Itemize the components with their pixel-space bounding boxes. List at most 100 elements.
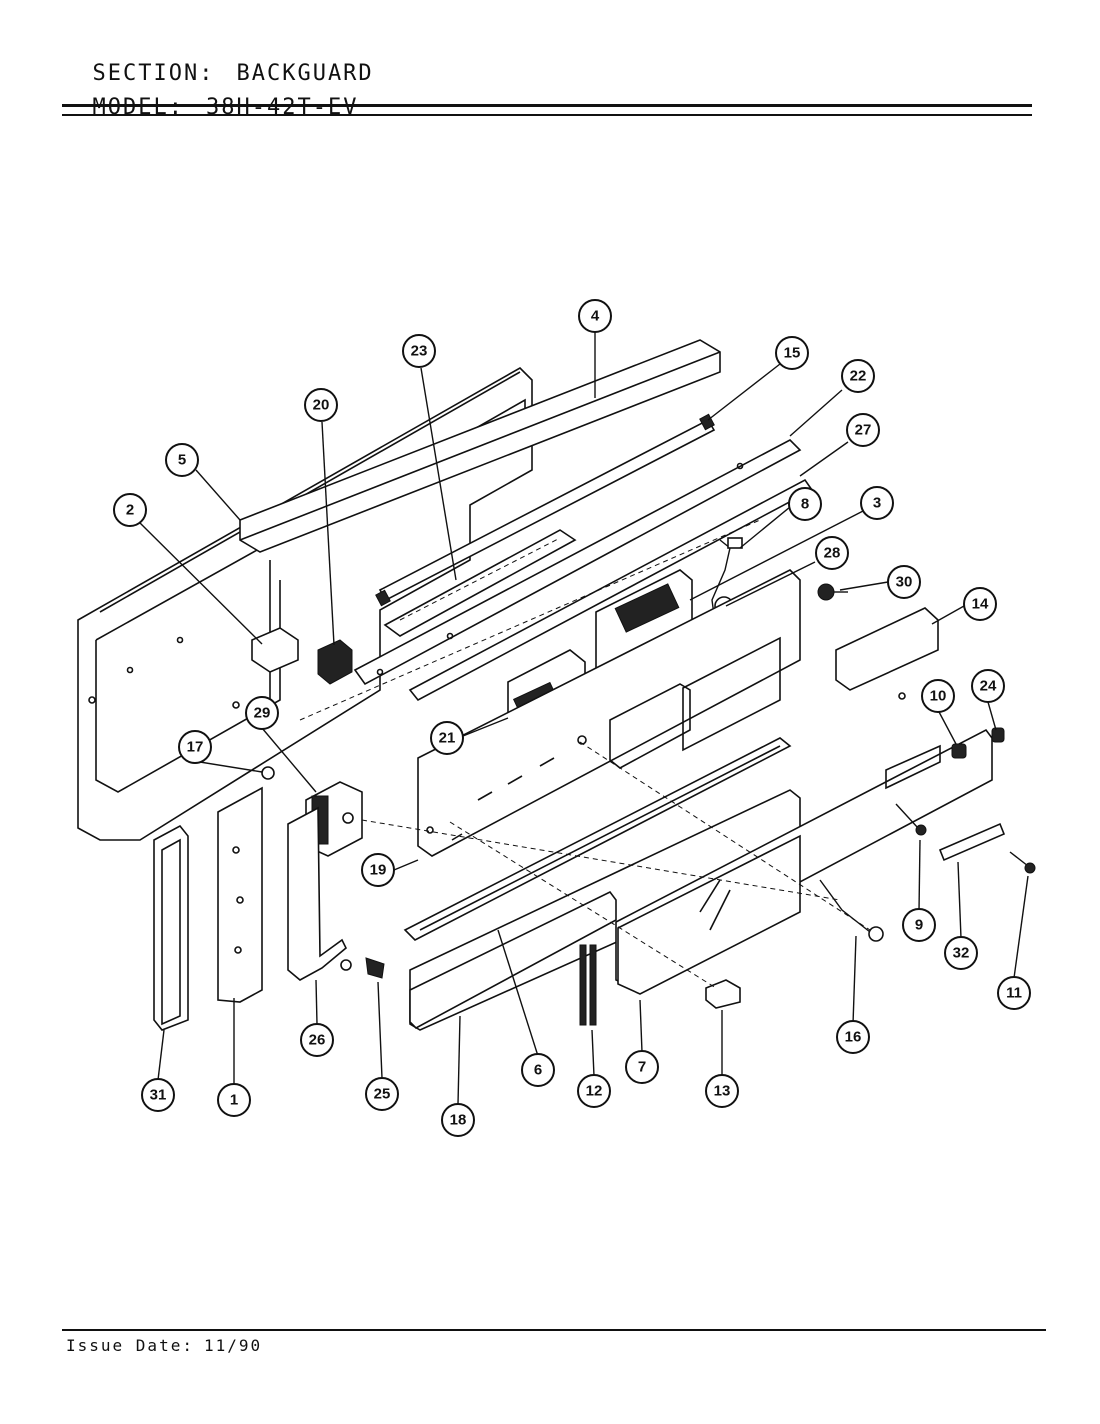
section-value: BACKGUARD <box>236 61 374 86</box>
callout-11: 11 <box>997 976 1031 1010</box>
callout-28: 28 <box>815 536 849 570</box>
callout-5: 5 <box>165 443 199 477</box>
callout-9: 9 <box>902 908 936 942</box>
end-cap <box>705 979 741 1009</box>
right-bracket <box>835 607 939 700</box>
callout-6: 6 <box>521 1053 555 1087</box>
callout-31-label: 31 <box>150 1087 167 1104</box>
callout-27-label: 27 <box>855 422 872 439</box>
callout-21: 21 <box>430 721 464 755</box>
callout-23: 23 <box>402 334 436 368</box>
callout-19: 19 <box>361 853 395 887</box>
callout-17: 17 <box>178 730 212 764</box>
callout-20-label: 20 <box>313 397 330 414</box>
screw-9 <box>895 803 927 836</box>
end-trim-31 <box>153 824 189 1031</box>
callout-22: 22 <box>841 359 875 393</box>
callout-32-label: 32 <box>953 945 970 962</box>
knob-30 <box>817 583 848 601</box>
callout-6-label: 6 <box>534 1062 542 1079</box>
callout-25-label: 25 <box>374 1086 391 1103</box>
callout-14-label: 14 <box>972 596 989 613</box>
callout-31: 31 <box>141 1078 175 1112</box>
reflector-screen <box>383 529 577 637</box>
side-bracket-1 <box>217 786 263 1003</box>
callout-2-label: 2 <box>126 502 134 519</box>
callout-8-label: 8 <box>801 496 809 513</box>
callout-25: 25 <box>365 1077 399 1111</box>
callout-22-label: 22 <box>850 368 867 385</box>
section-label: SECTION: <box>92 61 215 86</box>
callout-10-label: 10 <box>930 688 947 705</box>
callout-32: 32 <box>944 936 978 970</box>
wire-lead <box>819 879 884 942</box>
callout-18: 18 <box>441 1103 475 1137</box>
screw-25 <box>340 957 385 979</box>
top-channel <box>239 339 721 553</box>
callout-13-label: 13 <box>714 1083 731 1100</box>
callout-23-label: 23 <box>411 343 428 360</box>
ballast <box>317 639 353 685</box>
terminal-block <box>232 627 299 709</box>
callout-11-label: 11 <box>1006 985 1022 1002</box>
callout-30: 30 <box>887 565 921 599</box>
callout-27: 27 <box>846 413 880 447</box>
lamp-bracket-rail <box>353 439 814 702</box>
callout-4: 4 <box>578 299 612 333</box>
callout-26: 26 <box>300 1023 334 1057</box>
callout-10: 10 <box>921 679 955 713</box>
callout-26-label: 26 <box>309 1032 326 1049</box>
callout-7: 7 <box>625 1050 659 1084</box>
header-rule-bottom <box>62 114 1032 116</box>
callout-20: 20 <box>304 388 338 422</box>
callout-13: 13 <box>705 1074 739 1108</box>
callout-24: 24 <box>971 669 1005 703</box>
callout-3: 3 <box>860 486 894 520</box>
issue-date-label: Issue Date: <box>66 1336 194 1355</box>
callout-30-label: 30 <box>896 574 913 591</box>
callout-16: 16 <box>836 1020 870 1054</box>
footer-issue-date: Issue Date: 11/90 <box>66 1336 262 1355</box>
callout-7-label: 7 <box>638 1059 646 1076</box>
issue-date-value: 11/90 <box>203 1336 263 1355</box>
bottom-trim <box>409 890 617 1029</box>
callout-2: 2 <box>113 493 147 527</box>
callout-8: 8 <box>788 487 822 521</box>
footer-rule <box>62 1329 1046 1331</box>
callout-29-label: 29 <box>254 705 271 722</box>
overlay-32 <box>938 822 1006 862</box>
leader-lines <box>136 331 1029 1105</box>
callout-16-label: 16 <box>845 1029 862 1046</box>
header-rule-top <box>62 104 1032 107</box>
callout-15: 15 <box>775 336 809 370</box>
callout-1-label: 1 <box>230 1092 238 1109</box>
callout-15-label: 15 <box>784 345 801 362</box>
callout-9-label: 9 <box>915 917 923 934</box>
callout-14: 14 <box>963 587 997 621</box>
callout-3-label: 3 <box>873 495 881 512</box>
knob-24 <box>991 727 1005 743</box>
callout-1: 1 <box>217 1083 251 1117</box>
trim-strip <box>403 737 792 941</box>
bracket-26 <box>287 806 347 981</box>
callout-18-label: 18 <box>450 1112 467 1129</box>
section-line: SECTION: BACKGUARD <box>62 36 374 86</box>
callout-17-label: 17 <box>187 739 204 756</box>
callout-24-label: 24 <box>980 678 997 695</box>
nut-17 <box>261 766 275 780</box>
callout-12-label: 12 <box>586 1083 603 1100</box>
callout-29: 29 <box>245 696 279 730</box>
callout-5-label: 5 <box>178 452 186 469</box>
callout-4-label: 4 <box>591 308 600 325</box>
alignment-lines <box>299 519 871 989</box>
gasket <box>579 944 597 1026</box>
callout-28-label: 28 <box>824 545 841 562</box>
callout-21-label: 21 <box>439 730 456 747</box>
screw-11 <box>1009 851 1036 874</box>
control-panel <box>417 569 801 857</box>
callout-19-label: 19 <box>370 862 387 879</box>
glass-lens <box>617 834 801 995</box>
callout-12: 12 <box>577 1074 611 1108</box>
knob-10 <box>951 743 967 759</box>
